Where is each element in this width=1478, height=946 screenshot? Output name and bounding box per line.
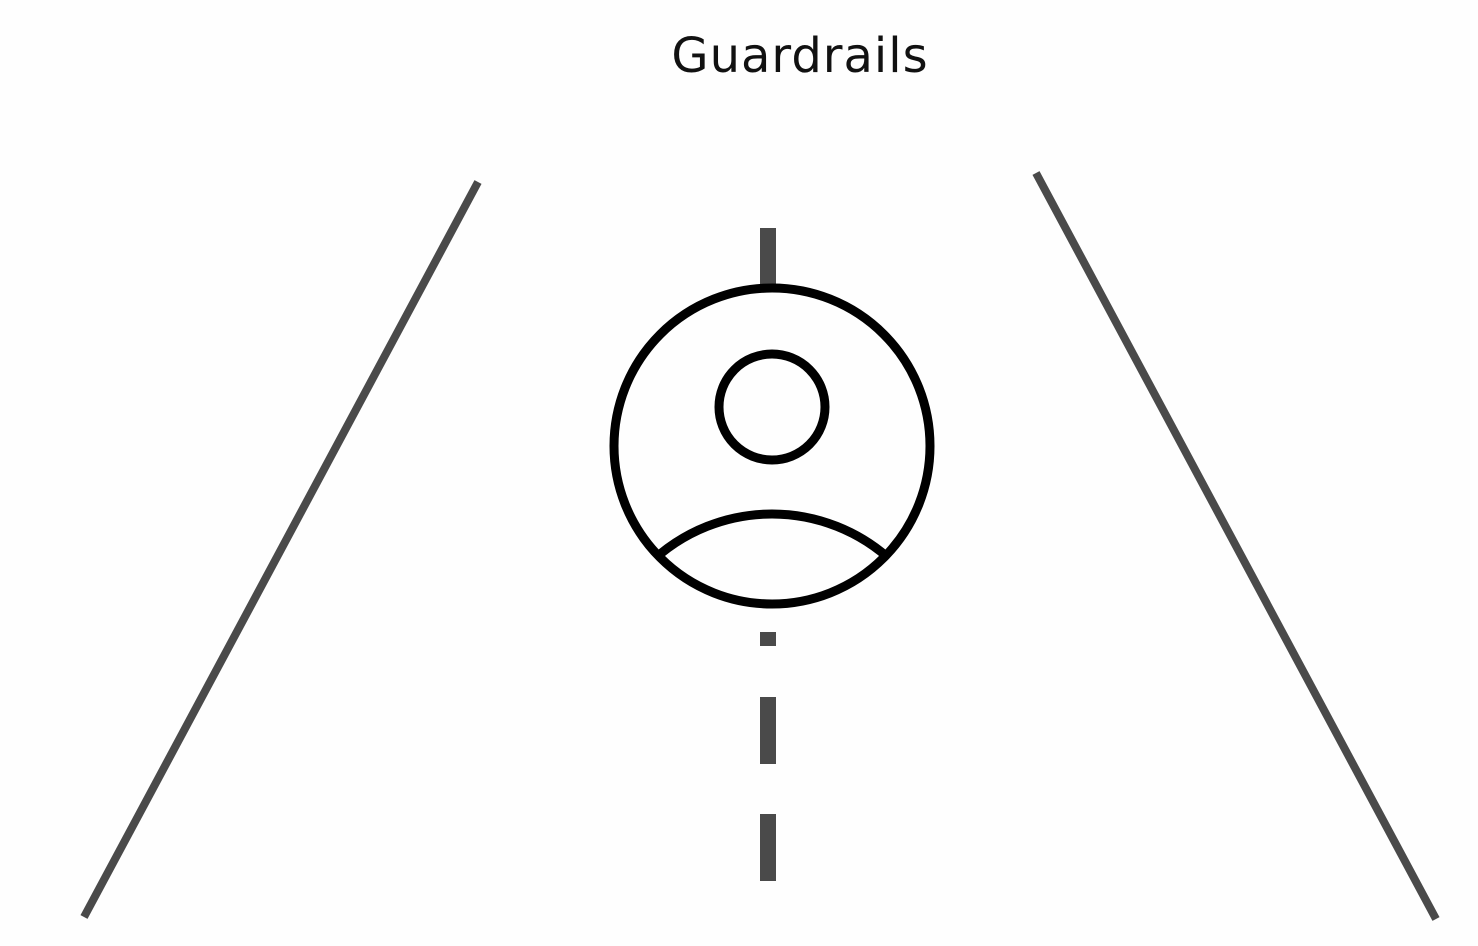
diagram-title: Guardrails xyxy=(671,28,929,84)
left-guardrail xyxy=(80,180,482,919)
lane-marking-top xyxy=(760,228,776,292)
lane-dash xyxy=(760,814,776,881)
icon-outer-circle xyxy=(609,283,935,609)
lane-dash xyxy=(760,632,776,646)
icon-shoulders xyxy=(614,509,930,604)
person-in-circle-icon xyxy=(609,283,935,609)
right-guardrail xyxy=(1032,171,1440,921)
lane-dash xyxy=(760,697,776,764)
icon-head xyxy=(714,349,830,465)
